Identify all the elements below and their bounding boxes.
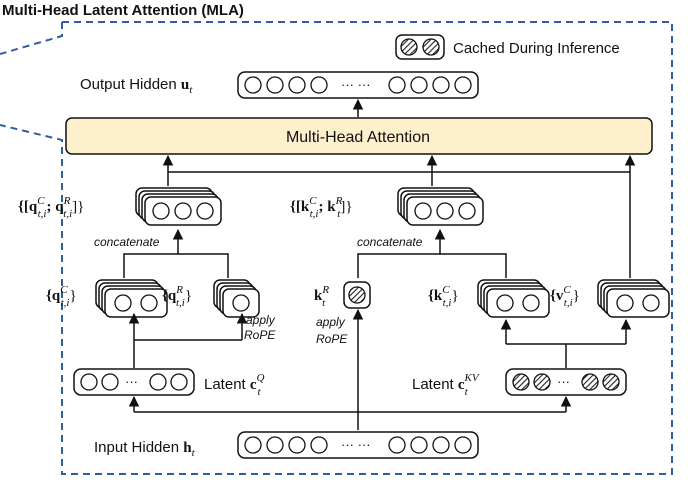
head-vector <box>486 288 550 318</box>
input-hidden: Input Hidden ht ··· ··· <box>94 431 479 459</box>
output-hidden: Output Hidden ut ··· ··· <box>80 71 479 99</box>
mha-label: Multi-Head Attention <box>286 129 430 146</box>
vector-element <box>244 76 262 94</box>
vector-element <box>196 202 214 220</box>
svg-text:Input Hidden ht: Input Hidden ht <box>94 439 196 459</box>
vector-element <box>266 436 284 454</box>
q-concat-stack <box>135 187 222 226</box>
vector-element <box>232 294 250 312</box>
vector-element <box>454 436 472 454</box>
svg-text:RoPE: RoPE <box>316 332 348 346</box>
k-concat-stack <box>397 187 484 226</box>
vector-element <box>266 76 284 94</box>
output-ellipsis: ··· ··· <box>341 77 371 92</box>
v-compressed-stack <box>597 279 670 318</box>
dashed-frame <box>0 21 673 475</box>
dashed-frame-tip <box>0 22 63 55</box>
vector-element <box>140 294 158 312</box>
apply-rope-k: apply <box>316 315 346 329</box>
vector-element <box>496 294 514 312</box>
vector-element <box>310 76 328 94</box>
legend-label: Cached During Inference <box>453 40 620 57</box>
vector-element <box>458 202 476 220</box>
vector-element <box>432 76 450 94</box>
vector-element <box>410 436 428 454</box>
q-compressed-stack <box>95 279 168 318</box>
concatenate-left: concatenate <box>94 235 160 249</box>
vector-element <box>174 202 192 220</box>
vector-element <box>388 436 406 454</box>
apply-rope-q: apply <box>246 313 276 327</box>
vector-element <box>436 202 454 220</box>
q-rope-stack <box>213 279 260 318</box>
svg-text:RoPE: RoPE <box>244 328 276 342</box>
concatenate-right: concatenate <box>357 235 423 249</box>
svg-text:···: ··· <box>557 374 570 389</box>
head-vector <box>104 288 168 318</box>
vector-element <box>616 294 634 312</box>
vector-element <box>522 294 540 312</box>
input-ellipsis: ··· ··· <box>341 437 371 452</box>
diagram-title: Multi-Head Latent Attention (MLA) <box>2 2 244 19</box>
legend: Cached During Inference <box>395 34 620 60</box>
vector-element <box>244 436 262 454</box>
vector-element <box>388 76 406 94</box>
vector-element <box>152 202 170 220</box>
vector-element <box>410 76 428 94</box>
head-vector <box>606 288 670 318</box>
vector-element <box>288 436 306 454</box>
vector-element <box>114 294 132 312</box>
latent-kv: ··· <box>505 368 627 396</box>
multi-head-attention: Multi-Head Attention <box>65 117 653 155</box>
vector-element <box>414 202 432 220</box>
latent-q: ··· <box>73 368 195 396</box>
vector-element <box>288 76 306 94</box>
svg-text:···: ··· <box>125 374 138 389</box>
vector-element <box>310 436 328 454</box>
vector-element <box>454 76 472 94</box>
vector-element <box>432 436 450 454</box>
k-compressed-stack <box>477 279 550 318</box>
svg-text:Output Hidden ut: Output Hidden ut <box>80 76 193 96</box>
vector-element <box>642 294 660 312</box>
k-rope-vector <box>343 281 371 309</box>
